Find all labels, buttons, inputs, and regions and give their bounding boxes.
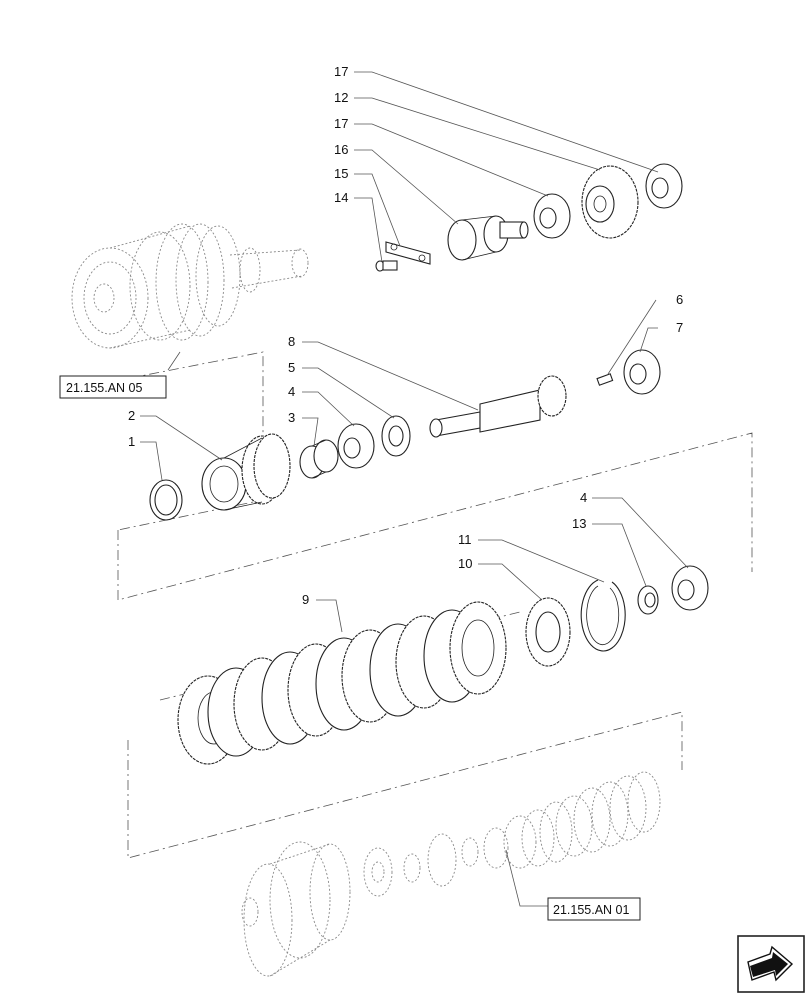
callout-13: 13 <box>572 516 586 531</box>
ref-box-upper[interactable]: 21.155.AN 05 <box>59 375 167 399</box>
part-17-bearing-left <box>533 193 571 239</box>
part-13-washer <box>637 585 659 615</box>
part-6-pin <box>596 373 614 386</box>
part-7-bearing <box>623 349 661 395</box>
part-11-circlip <box>580 579 626 652</box>
part-15-bracket <box>385 241 431 265</box>
ghost-hub-assembly <box>241 771 661 977</box>
part-4-bearing-b <box>671 565 709 611</box>
part-17-bearing-right <box>645 163 683 209</box>
callout-6: 6 <box>676 292 683 307</box>
leader-lines <box>140 71 689 907</box>
callout-17b: 17 <box>334 116 348 131</box>
part-4-bearing <box>337 423 375 469</box>
ref-box-lower[interactable]: 21.155.AN 01 <box>547 897 641 921</box>
part-14-screw <box>375 260 398 272</box>
part-8-shaft <box>429 375 567 438</box>
callout-1: 1 <box>128 434 135 449</box>
part-2-clutch-hub <box>201 433 291 511</box>
callout-2: 2 <box>128 408 135 423</box>
callout-3: 3 <box>288 410 295 425</box>
part-5-washer <box>381 415 411 457</box>
part-1-snap-ring <box>149 479 183 521</box>
part-16-pin-shaft <box>447 215 529 261</box>
part-10-gear-ring <box>525 597 571 667</box>
callout-14: 14 <box>334 190 348 205</box>
part-12-gear <box>581 165 639 239</box>
part-9-clutch-disc-pack <box>177 601 507 765</box>
ref-label-lower: 21.155.AN 01 <box>553 903 629 917</box>
callout-10: 10 <box>458 556 472 571</box>
next-page-arrow-icon[interactable] <box>737 935 805 993</box>
callout-8: 8 <box>288 334 295 349</box>
callout-17a: 17 <box>334 64 348 79</box>
part-3-bushing <box>299 439 339 479</box>
callout-numbers: 17 12 17 16 15 14 6 7 8 5 4 3 2 1 4 13 1… <box>128 64 683 607</box>
callout-12: 12 <box>334 90 348 105</box>
callout-9: 9 <box>302 592 309 607</box>
callout-5: 5 <box>288 360 295 375</box>
ref-label-upper: 21.155.AN 05 <box>66 381 142 395</box>
callout-4a: 4 <box>288 384 295 399</box>
callout-16: 16 <box>334 142 348 157</box>
ghost-drum-assembly <box>71 223 309 349</box>
assembly-outline-top <box>109 351 753 601</box>
callout-15: 15 <box>334 166 348 181</box>
callout-11: 11 <box>458 532 472 547</box>
callout-7: 7 <box>676 320 683 335</box>
callout-4b: 4 <box>580 490 587 505</box>
